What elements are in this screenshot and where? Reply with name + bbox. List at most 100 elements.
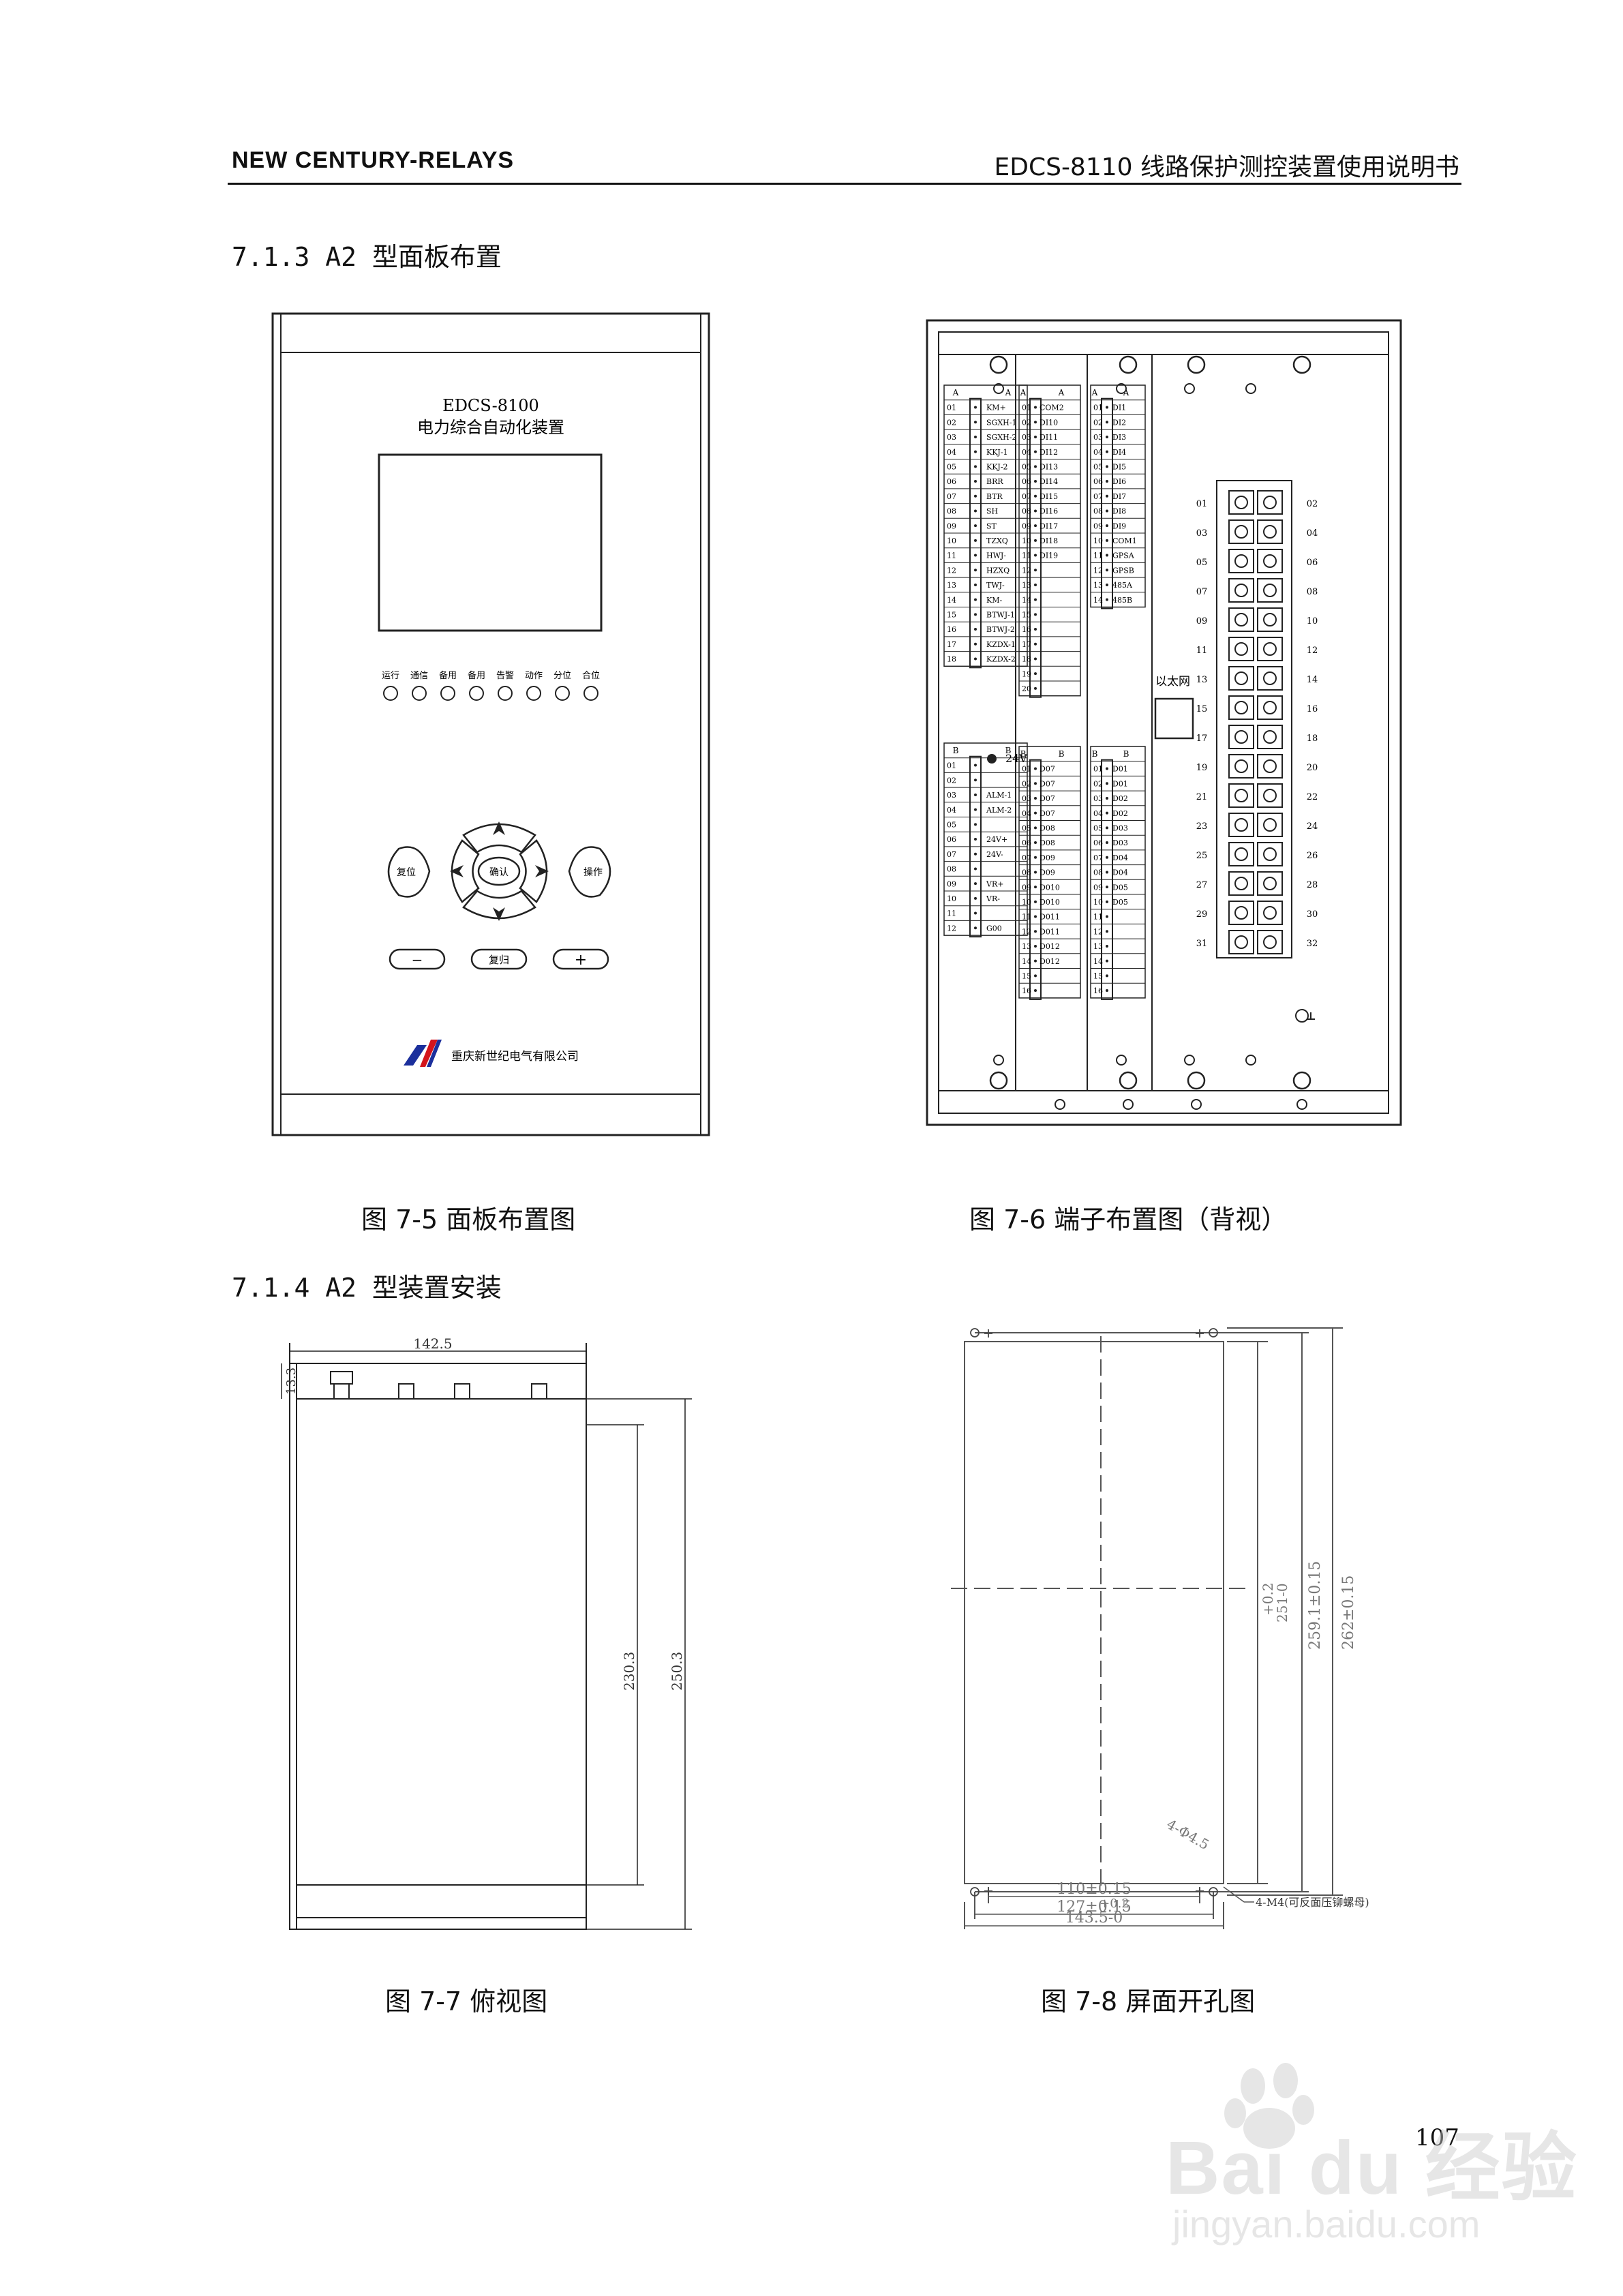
company-logo [404,1040,442,1067]
terminal-number: 15 [947,611,956,620]
terminal-number: 11 [947,552,956,560]
cutout-w3-tol: +0.2 [1099,1897,1129,1911]
terminal-number: 08 [1022,868,1031,877]
key-minus[interactable] [389,948,446,970]
terminal-screw [1106,406,1108,409]
terminal-number: 06 [947,835,956,844]
dim-inner-depth: 230.3 [621,1652,637,1691]
terminal-number: 16 [1022,625,1031,634]
block-terminal-odd: 17 [1196,734,1208,744]
terminal-number: 06 [1022,839,1031,847]
led-indicator [583,686,598,701]
terminal-signal: HWJ- [986,552,1006,560]
terminal-signal: ALM-1 [986,791,1012,800]
terminal-screw [1034,613,1037,616]
screw-hole-icon [1055,1099,1065,1110]
terminal-screw [974,569,977,572]
terminal-screw [1034,959,1037,963]
block-terminal-even: 22 [1307,792,1318,802]
lcd-screen [378,453,603,632]
key-operate[interactable] [568,846,611,898]
dim-outer-depth: 250.3 [669,1652,685,1691]
key-left[interactable] [451,839,480,903]
terminal-signal: DI3 [1112,433,1126,442]
block-terminal-odd: 19 [1196,763,1208,773]
board-column-label: A [1123,388,1129,397]
terminal-screw [1034,796,1037,800]
terminal-signal: DI8 [1112,507,1126,516]
section-7-1-3: 7.1.3 A2 型面板布置 [232,242,502,272]
key-up[interactable] [462,823,536,854]
figure-top-view: 142.5 13.3 230.3 250.3 [281,1336,692,1930]
block-terminal-even: 04 [1307,528,1318,539]
terminal-screw [1034,480,1037,483]
key-confirm[interactable] [477,856,521,886]
terminal-number: 02 [947,776,956,785]
terminal-signal: D02 [1112,809,1128,818]
terminal-number: 08 [1093,868,1103,877]
terminal-signal: DI10 [1040,418,1058,427]
terminal-signal: D07 [1040,794,1055,803]
terminal-screw [1106,539,1108,542]
power-connector-icon [987,754,997,764]
key-plus[interactable] [552,948,609,970]
terminal-screw [1034,915,1037,918]
terminal-screw [1106,465,1108,468]
terminal-screw [1034,406,1037,409]
led-label: 分位 [553,671,571,681]
ethernet-label: 以太网 [1155,675,1190,689]
terminal-screw [974,524,977,528]
key-reset[interactable] [387,846,431,898]
terminal-screw [1034,686,1037,690]
terminal-screw [974,539,977,542]
dim-width: 142.5 [413,1336,452,1352]
terminal-number: 05 [1022,824,1031,833]
terminal-number: 03 [947,791,956,800]
hole-callout: 4-Φ4.5 [1164,1816,1213,1854]
terminal-screw [1034,856,1037,859]
led-label: 动作 [525,671,543,681]
key-return[interactable] [470,948,528,970]
terminal-number: 03 [1093,433,1103,442]
terminal-signal: DI5 [1112,463,1126,472]
terminal-number: 08 [1022,507,1031,516]
terminal-screw [1106,856,1108,859]
key-operate-label: 操作 [583,867,603,878]
terminal-number: 09 [1022,522,1031,530]
terminal-number: 02 [1022,779,1031,788]
terminal-screw [1106,826,1108,830]
terminal-number: 01 [947,761,956,770]
terminal-screw [1034,886,1037,889]
screw-hole-icon [1123,1099,1134,1110]
terminal-number: 04 [1093,809,1103,818]
terminal-number: 14 [947,596,956,605]
terminal-signal: D012 [1040,957,1060,966]
block-terminal-even: 08 [1307,587,1318,597]
terminal-number: 10 [1022,537,1031,545]
terminal-number: 10 [1022,898,1031,907]
key-right[interactable] [519,839,548,903]
block-terminal-even: 32 [1307,939,1318,949]
terminal-screw [974,764,977,767]
caption-fig-7-5: 图 7-5 面板布置图 [361,1205,576,1235]
terminal-signal: KM+ [986,404,1006,412]
terminal-number: 06 [1022,477,1031,486]
screw-hole-icon [993,1055,1004,1066]
key-down[interactable] [462,890,536,920]
terminal-screw [974,867,977,871]
terminal-screw [974,421,977,424]
terminal-number: 11 [1022,552,1031,560]
terminal-screw [1034,944,1037,948]
screw-hole-icon [993,383,1004,394]
terminal-number: 05 [1022,463,1031,472]
block-terminal-even: 20 [1307,763,1318,773]
block-terminal-even: 18 [1307,734,1318,744]
block-terminal-even: 24 [1307,821,1318,832]
terminal-number: 05 [1093,463,1103,472]
terminal-screw [1106,900,1108,903]
block-terminal-odd: 07 [1196,587,1208,597]
block-terminal-even: 14 [1307,675,1318,685]
terminal-screw [974,823,977,826]
